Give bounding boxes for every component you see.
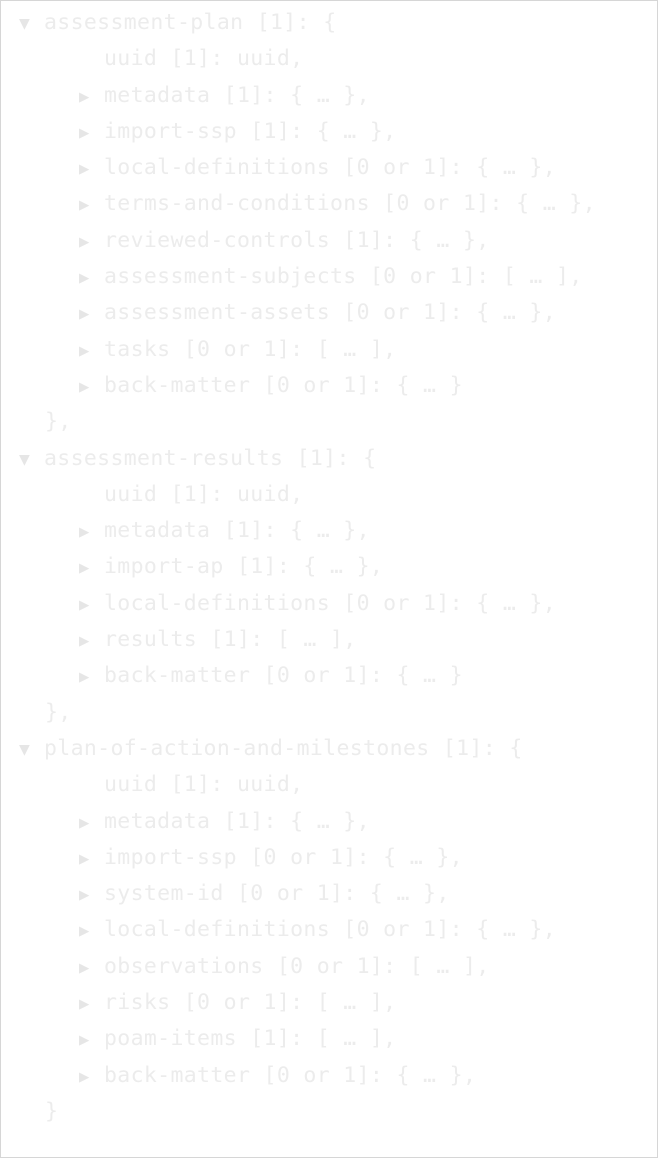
node-label: assessment-subjects [0 or 1]: [ … ], xyxy=(104,264,583,290)
triangle-right-icon[interactable]: ▶ xyxy=(79,376,90,397)
tree-node-import-ssp[interactable]: ▶ import-ssp [0 or 1]: { … }, xyxy=(1,840,657,876)
triangle-right-icon[interactable]: ▶ xyxy=(79,667,90,688)
tree-node-import-ssp[interactable]: ▶ import-ssp [1]: { … }, xyxy=(1,114,657,150)
node-label: import-ssp [1]: { … }, xyxy=(104,118,397,144)
node-label: terms-and-conditions [0 or 1]: { … }, xyxy=(104,191,596,217)
tree-node-local-definitions[interactable]: ▶ local-definitions [0 or 1]: { … }, xyxy=(1,150,657,186)
triangle-down-icon[interactable]: ▼ xyxy=(19,448,31,470)
tree-leaf-uuid: uuid [1]: uuid, xyxy=(104,481,304,507)
node-cardinality: [1] xyxy=(296,445,337,471)
triangle-right-icon[interactable]: ▶ xyxy=(79,86,90,107)
triangle-right-icon[interactable]: ▶ xyxy=(79,957,90,978)
node-name: plan-of-action-and-milestones xyxy=(44,735,430,761)
tree-node-import-ap[interactable]: ▶ import-ap [1]: { … }, xyxy=(1,549,657,585)
node-name: assessment-results xyxy=(44,445,284,471)
tree-node-terms-and-conditions[interactable]: ▶ terms-and-conditions [0 or 1]: { … }, xyxy=(1,186,657,222)
node-label: reviewed-controls [1]: { … }, xyxy=(104,227,490,253)
model-tree: ▼assessment-plan [1]: {uuid [1]: uuid,▶m… xyxy=(1,5,657,1130)
node-label: back-matter [0 or 1]: { … } xyxy=(104,372,463,398)
node-name: assessment-plan xyxy=(44,10,244,35)
triangle-right-icon[interactable]: ▶ xyxy=(79,558,90,579)
node-label: local-definitions [0 or 1]: { … }, xyxy=(104,590,556,616)
tree-node-metadata[interactable]: ▶ metadata [1]: { … }, xyxy=(1,804,657,840)
triangle-right-icon[interactable]: ▶ xyxy=(79,195,90,216)
tree-node-plan-of-action-and-milestones[interactable]: ▼plan-of-action-and-milestones [1]: { xyxy=(1,731,657,767)
tree-node-reviewed-controls[interactable]: ▶ reviewed-controls [1]: { … }, xyxy=(1,223,657,259)
node-label: local-definitions [0 or 1]: { … }, xyxy=(104,917,556,943)
tree-node-back-matter[interactable]: ▶ back-matter [0 or 1]: { … } xyxy=(1,658,657,694)
close-brace: }, xyxy=(45,409,72,435)
triangle-right-icon[interactable]: ▶ xyxy=(79,812,90,833)
node-label: poam-items [1]: [ … ], xyxy=(104,1026,397,1052)
tree-node-local-definitions[interactable]: ▶ local-definitions [0 or 1]: { … }, xyxy=(1,912,657,948)
triangle-right-icon[interactable]: ▶ xyxy=(79,340,90,361)
tree-node-results[interactable]: ▶ results [1]: [ … ], xyxy=(1,622,657,658)
node-label: metadata [1]: { … }, xyxy=(104,518,370,544)
open-brace: { xyxy=(363,445,377,471)
open-brace: { xyxy=(509,735,523,761)
triangle-right-icon[interactable]: ▶ xyxy=(79,159,90,180)
triangle-right-icon[interactable]: ▶ xyxy=(79,231,90,252)
tree-node-back-matter[interactable]: ▶ back-matter [0 or 1]: { … }, xyxy=(1,1058,657,1094)
tree-node-system-id[interactable]: ▶ system-id [0 or 1]: { … }, xyxy=(1,876,657,912)
node-label: results [1]: [ … ], xyxy=(104,627,357,653)
open-brace: { xyxy=(323,10,337,35)
tree-node-metadata[interactable]: ▶ metadata [1]: { … }, xyxy=(1,78,657,114)
triangle-right-icon[interactable]: ▶ xyxy=(79,268,90,289)
triangle-right-icon[interactable]: ▶ xyxy=(79,631,90,652)
close-brace: } xyxy=(45,1098,59,1124)
tree-node-tasks[interactable]: ▶ tasks [0 or 1]: [ … ], xyxy=(1,332,657,368)
node-cardinality: [1] xyxy=(442,735,483,761)
tree-leaf-uuid: uuid [1]: uuid, xyxy=(104,46,304,72)
node-label: observations [0 or 1]: [ … ], xyxy=(104,953,490,979)
node-label: risks [0 or 1]: [ … ], xyxy=(104,990,397,1016)
node-label: metadata [1]: { … }, xyxy=(104,808,370,834)
node-label: import-ssp [0 or 1]: { … }, xyxy=(104,844,463,870)
triangle-right-icon[interactable]: ▶ xyxy=(79,522,90,543)
node-label: import-ap [1]: { … }, xyxy=(104,554,384,580)
triangle-right-icon[interactable]: ▶ xyxy=(79,885,90,906)
tree-node-metadata[interactable]: ▶ metadata [1]: { … }, xyxy=(1,513,657,549)
node-label: tasks [0 or 1]: [ … ], xyxy=(104,336,397,362)
tree-leaf-uuid: uuid [1]: uuid, xyxy=(104,772,304,798)
tree-node-assessment-results[interactable]: ▼assessment-results [1]: { xyxy=(1,441,657,477)
triangle-right-icon[interactable]: ▶ xyxy=(79,1066,90,1087)
node-label: metadata [1]: { … }, xyxy=(104,82,370,108)
triangle-right-icon[interactable]: ▶ xyxy=(79,994,90,1015)
tree-node-assessment-plan[interactable]: ▼assessment-plan [1]: { xyxy=(1,5,657,41)
close-brace: }, xyxy=(45,699,72,725)
node-label: assessment-assets [0 or 1]: { … }, xyxy=(104,300,556,326)
triangle-down-icon[interactable]: ▼ xyxy=(19,13,31,34)
tree-node-assessment-subjects[interactable]: ▶ assessment-subjects [0 or 1]: [ … ], xyxy=(1,259,657,295)
triangle-right-icon[interactable]: ▶ xyxy=(79,921,90,942)
tree-node-back-matter[interactable]: ▶ back-matter [0 or 1]: { … } xyxy=(1,368,657,404)
tree-node-observations[interactable]: ▶ observations [0 or 1]: [ … ], xyxy=(1,949,657,985)
tree-node-risks[interactable]: ▶ risks [0 or 1]: [ … ], xyxy=(1,985,657,1021)
tree-node-local-definitions[interactable]: ▶ local-definitions [0 or 1]: { … }, xyxy=(1,586,657,622)
node-label: local-definitions [0 or 1]: { … }, xyxy=(104,155,556,181)
triangle-right-icon[interactable]: ▶ xyxy=(79,1030,90,1051)
triangle-right-icon[interactable]: ▶ xyxy=(79,594,90,615)
node-label: back-matter [0 or 1]: { … } xyxy=(104,663,463,689)
tree-node-poam-items[interactable]: ▶ poam-items [1]: [ … ], xyxy=(1,1021,657,1057)
node-label: system-id [0 or 1]: { … }, xyxy=(104,881,450,907)
triangle-down-icon[interactable]: ▼ xyxy=(19,738,31,760)
triangle-right-icon[interactable]: ▶ xyxy=(79,122,90,143)
triangle-right-icon[interactable]: ▶ xyxy=(79,848,90,869)
tree-node-assessment-assets[interactable]: ▶ assessment-assets [0 or 1]: { … }, xyxy=(1,295,657,331)
node-label: back-matter [0 or 1]: { … }, xyxy=(104,1062,477,1088)
node-cardinality: [1] xyxy=(256,10,297,35)
triangle-right-icon[interactable]: ▶ xyxy=(79,304,90,325)
